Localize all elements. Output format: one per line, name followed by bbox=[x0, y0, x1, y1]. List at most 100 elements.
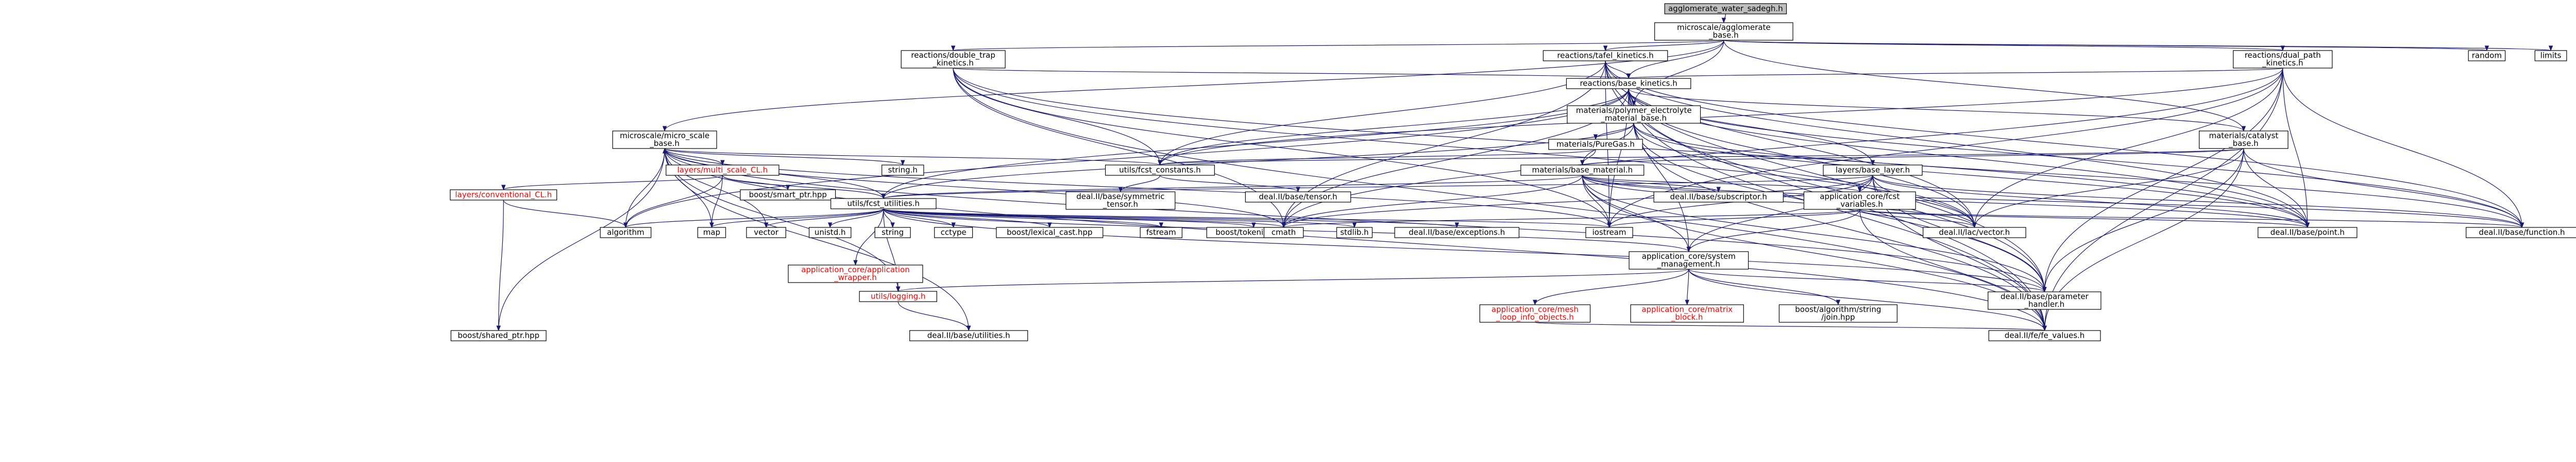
edge-base_material-to-fcst_utilities bbox=[882, 175, 1583, 200]
edge-fcst_utilities-to-exceptions bbox=[883, 208, 1459, 228]
node-catalyst[interactable]: materials/catalyst_base.h bbox=[2199, 130, 2289, 149]
edge-micro_scale-to-shared_ptr bbox=[496, 148, 665, 332]
node-box bbox=[1664, 3, 1787, 14]
edge-fcst_constants-to-tensor bbox=[1159, 175, 1300, 193]
node-label: deal.II/fe/fe_values.h bbox=[2005, 331, 2084, 341]
node-tafel[interactable]: reactions/tafel_kinetics.h bbox=[1543, 50, 1668, 61]
node-label: deal.II/base/tensor.h bbox=[1259, 192, 1337, 202]
edge-micro_scale-to-algorithm bbox=[623, 148, 665, 228]
node-iostream: iostream bbox=[1585, 227, 1633, 238]
edge-catalyst-to-param_handler bbox=[2042, 148, 2244, 293]
node-label: string bbox=[882, 228, 904, 237]
node-agg[interactable]: microscale/agglomerate_base.h bbox=[1654, 22, 1793, 41]
edge-base_kinetics-to-catalyst bbox=[1628, 88, 2246, 132]
node-box bbox=[746, 227, 786, 238]
edge-dual_path-to-param_handler bbox=[2042, 68, 2283, 293]
node-tensor: deal.II/base/tensor.h bbox=[1245, 191, 1351, 203]
node-fcst_constants[interactable]: utils/fcst_constants.h bbox=[1105, 164, 1215, 176]
node-utilities: deal.II/base/utilities.h bbox=[909, 330, 1028, 341]
node-fcst_variables[interactable]: application_core/fcst_variables.h bbox=[1803, 191, 1916, 210]
node-box bbox=[1566, 78, 1691, 89]
node-box bbox=[1585, 227, 1633, 238]
edge-agg-to-polymer bbox=[1631, 40, 1724, 107]
node-box bbox=[874, 227, 911, 238]
edge-micro_scale-to-fcst_constants bbox=[664, 148, 1162, 166]
node-label: stdlib.h bbox=[1340, 228, 1368, 237]
node-base_material[interactable]: materials/base_material.h bbox=[1520, 164, 1645, 176]
node-sys_mgmt[interactable]: application_core/system_management.h bbox=[1629, 251, 1749, 270]
node-puregas[interactable]: materials/PureGas.h bbox=[1548, 139, 1643, 150]
node-box bbox=[1988, 291, 2102, 310]
edge-base_layer-to-fcst_utilities bbox=[882, 175, 1873, 200]
edge-fcst_utilities-to-fstream bbox=[883, 208, 1163, 228]
node-box bbox=[1988, 330, 2101, 341]
node-box bbox=[740, 189, 836, 201]
node-label: deal.II/base/parameter bbox=[2001, 292, 2089, 301]
node-double_trap[interactable]: reactions/double_trap_kinetics.h bbox=[901, 50, 1006, 69]
edge-polymer-to-dealvector bbox=[1633, 123, 1977, 228]
edge-catalyst-to-function bbox=[2243, 148, 2524, 228]
node-label: _handler.h bbox=[2024, 300, 2064, 309]
node-box bbox=[1653, 191, 1784, 203]
dependency-edges bbox=[496, 13, 2552, 332]
edge-sys_mgmt-to-param_handler bbox=[1688, 269, 2047, 293]
node-fcst_utilities[interactable]: utils/fcst_utilities.h bbox=[830, 198, 937, 209]
node-label: deal.II/lac/vector.h bbox=[1939, 228, 2010, 237]
node-box bbox=[909, 330, 1028, 341]
node-micro_scale[interactable]: microscale/micro_scale_base.h bbox=[612, 130, 717, 149]
node-label: reactions/double_trap bbox=[911, 51, 995, 60]
node-box bbox=[901, 50, 1006, 69]
node-shared_ptr: boost/shared_ptr.hpp bbox=[450, 330, 547, 341]
node-label: _management.h bbox=[1657, 259, 1720, 269]
node-label: _base.h bbox=[649, 139, 680, 148]
edge-sys_mgmt-to-matrix_block bbox=[1685, 269, 1689, 306]
node-map: map bbox=[697, 227, 726, 238]
node-box bbox=[996, 227, 1104, 238]
edge-sys_mgmt-to-split bbox=[1688, 269, 1841, 306]
edge-agg-to-tafel bbox=[1603, 40, 1724, 52]
edge-base_material-to-point bbox=[1582, 175, 2310, 228]
node-label: materials/PureGas.h bbox=[1556, 140, 1635, 149]
edge-base_material-to-function bbox=[1582, 175, 2524, 228]
node-conventional[interactable]: layers/conventional_CL.h bbox=[450, 189, 557, 201]
node-label: vector bbox=[754, 228, 778, 237]
node-label: microscale/agglomerate bbox=[1677, 23, 1771, 32]
node-mesh_loop[interactable]: application_core/mesh_loop_info_objects.… bbox=[1479, 304, 1591, 323]
node-matrix_block[interactable]: application_core/matrix_block.h bbox=[1630, 304, 1744, 323]
node-app_wrapper[interactable]: application_core/application_wrapper.h bbox=[788, 265, 923, 283]
edge-conventional-to-shared_ptr bbox=[496, 200, 504, 332]
node-lexical_cast: boost/lexical_cast.hpp bbox=[996, 227, 1104, 238]
node-label: application_core/matrix bbox=[1641, 305, 1733, 315]
node-label: boost/lexical_cast.hpp bbox=[1007, 228, 1092, 238]
node-dual_path[interactable]: reactions/dual_path_kinetics.h bbox=[2233, 50, 2333, 69]
edge-base_kinetics-to-base_layer bbox=[1628, 88, 1875, 166]
edge-fcst_variables-to-function bbox=[1859, 209, 2524, 228]
node-random: random bbox=[2468, 50, 2506, 61]
node-label: application_core/mesh bbox=[1492, 305, 1579, 315]
edge-catalyst-to-dealvector bbox=[1972, 148, 2244, 228]
node-label: materials/base_material.h bbox=[1532, 166, 1633, 175]
node-base_kinetics[interactable]: reactions/base_kinetics.h bbox=[1566, 78, 1691, 89]
node-box bbox=[1543, 50, 1668, 61]
edge-polymer-to-puregas bbox=[1593, 123, 1634, 140]
node-box bbox=[1245, 191, 1351, 203]
edge-catalyst-to-base_material bbox=[1580, 148, 2244, 166]
node-polymer[interactable]: materials/polymer_electrolyte_material_b… bbox=[1567, 105, 1701, 124]
edge-polymer-to-point bbox=[1633, 123, 2310, 228]
node-label: _material_base.h bbox=[1600, 113, 1667, 123]
node-logging[interactable]: utils/logging.h bbox=[859, 291, 937, 302]
node-label: application_core/fcst bbox=[1820, 192, 1900, 202]
edge-base_layer-to-function bbox=[1872, 175, 2524, 228]
node-box bbox=[1630, 304, 1744, 323]
node-root[interactable]: agglomerate_water_sadegh.h bbox=[1664, 3, 1787, 14]
node-box bbox=[808, 227, 852, 238]
edge-base_layer-to-point bbox=[1872, 175, 2310, 228]
edge-multi_scale-to-fcst_utilities bbox=[722, 175, 886, 200]
node-multi_scale[interactable]: layers/multi_scale_CL.h bbox=[666, 164, 779, 176]
node-base_layer[interactable]: layers/base_layer.h bbox=[1823, 164, 1923, 176]
node-string: string bbox=[874, 227, 911, 238]
edge-conventional-to-algorithm bbox=[503, 200, 628, 228]
edge-tafel-to-point bbox=[1605, 60, 2310, 228]
edge-micro_scale-to-fe_values bbox=[664, 148, 2047, 332]
node-label: _base.h bbox=[1708, 30, 1739, 40]
